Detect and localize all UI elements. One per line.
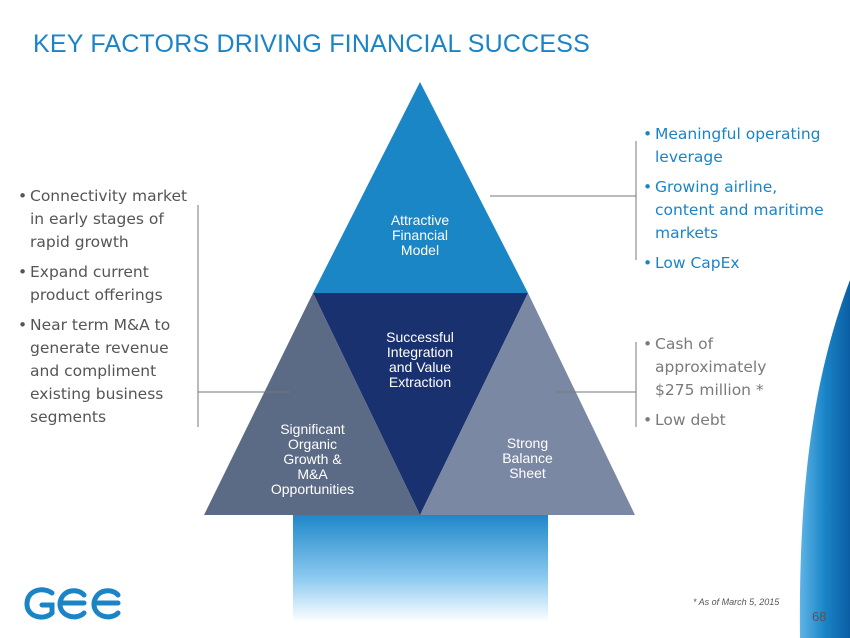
- decorative-swoosh: [799, 280, 850, 638]
- slide-title: KEY FACTORS DRIVING FINANCIAL SUCCESS: [33, 30, 591, 58]
- top-triangle: [313, 82, 528, 293]
- left-triangle: [204, 293, 420, 515]
- center-triangle: [313, 293, 528, 515]
- list-item: Meaningful operating leverage: [643, 123, 838, 169]
- right-top-bullet-list: Meaningful operating leverage Growing ai…: [643, 123, 838, 282]
- list-item: Near term M&A to generate revenue and co…: [18, 314, 198, 429]
- list-item: Expand current product offerings: [18, 261, 198, 307]
- list-item: Connectivity market in early stages of r…: [18, 185, 198, 254]
- gee-logo-icon: [24, 587, 121, 620]
- left-triangle-label: Significant Organic Growth & M&A Opportu…: [270, 421, 355, 497]
- list-item: Low debt: [643, 409, 793, 432]
- list-item: Growing airline, content and maritime ma…: [643, 176, 838, 245]
- page-number: 68: [812, 609, 827, 624]
- right-triangle-label: Strong Balance Sheet: [502, 435, 553, 481]
- right-triangle: [420, 293, 635, 515]
- list-item: Cash of approximately $275 million *: [643, 333, 793, 402]
- list-item: Low CapEx: [643, 252, 838, 275]
- pyramid-shaft: [293, 512, 548, 622]
- top-triangle-label: Attractive Financial Model: [390, 212, 450, 258]
- center-triangle-label: Successful Integration and Value Extract…: [386, 329, 454, 390]
- right-bottom-bullet-list: Cash of approximately $275 million * Low…: [643, 333, 793, 439]
- footnote: * As of March 5, 2015: [693, 597, 780, 607]
- left-bullet-list: Connectivity market in early stages of r…: [18, 185, 198, 436]
